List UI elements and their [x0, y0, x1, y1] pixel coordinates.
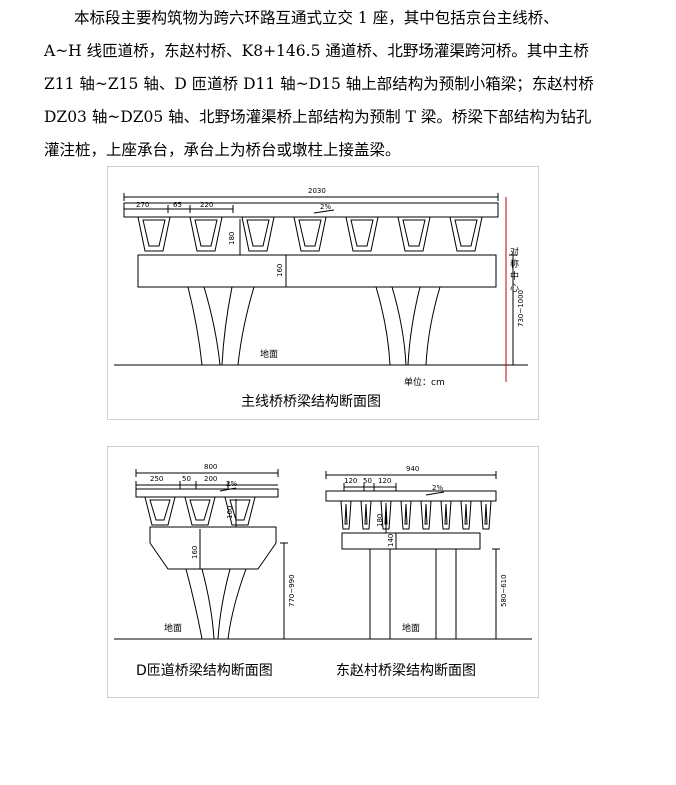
box-girder-void [142, 219, 166, 247]
dim-girder-height: 180 [376, 514, 384, 527]
box-girder-void [402, 219, 426, 247]
box-girder [340, 500, 352, 530]
dim-seg-a: 270 [136, 201, 149, 209]
box-girder [397, 216, 431, 252]
paragraph-line: 灌注桩，上座承台，承台上为桥台或墩柱上接盖梁。 [44, 141, 401, 159]
box-girder-void [194, 219, 218, 247]
paragraph-line: 本标段主要构筑物为跨六环路互通式立交 1 座，其中包括京台主线桥、 [74, 9, 559, 27]
box-girder [137, 216, 171, 252]
dim-total-width: 940 [406, 465, 419, 473]
dim-seg-c: 200 [204, 475, 217, 483]
paragraph-line: A~H 线匝道桥，东赵村桥、K8+146.5 通道桥、北野场灌渠跨河桥。其中主桥 [44, 42, 589, 60]
box-girder-void [444, 503, 448, 525]
box-girder [420, 500, 432, 530]
figure-caption: 主线桥桥梁结构断面图 [241, 394, 381, 410]
box-girder [184, 496, 216, 526]
box-girder [480, 500, 492, 530]
box-girder-void [454, 219, 478, 247]
ground-label: 地面 [402, 622, 420, 634]
box-girder-void [344, 503, 348, 525]
dim-seg-a: 120 [344, 477, 357, 485]
box-girder-void [424, 503, 428, 525]
box-girder-void [464, 503, 468, 525]
dim-cap-height: 160 [191, 546, 199, 559]
main-bridge-figure: 2030 270 65 220 2% 180 160 730~1000 地面 单… [107, 166, 539, 420]
box-girder-void [246, 219, 270, 247]
slope-label: 2% [432, 484, 443, 492]
dim-pier-height: 770~990 [288, 574, 296, 607]
box-girder [345, 216, 379, 252]
box-girder [449, 216, 483, 252]
box-girder-void [189, 499, 211, 521]
box-girder [293, 216, 327, 252]
box-girder-void [484, 503, 488, 525]
dim-girder-height: 180 [228, 232, 236, 245]
dim-total-width: 2030 [308, 187, 326, 195]
box-girder [460, 500, 472, 530]
box-girder-void [350, 219, 374, 247]
box-girder-void [364, 503, 368, 525]
box-girder [224, 496, 256, 526]
dim-seg-a: 250 [150, 475, 163, 483]
dim-seg-b: 65 [173, 201, 182, 209]
box-girder [400, 500, 412, 530]
dim-seg-b: 50 [182, 475, 191, 483]
dim-cap-height: 160 [276, 264, 284, 277]
ground-label: 地面 [260, 348, 278, 360]
figure-caption: 东赵村桥梁结构断面图 [336, 663, 476, 679]
dim-pier-height: 730~1000 [517, 290, 525, 327]
dim-seg-c: 220 [200, 201, 213, 209]
box-girder [241, 216, 275, 252]
dim-seg-c: 120 [378, 477, 391, 485]
symmetry-char: 心 [510, 283, 519, 294]
figure-caption: D匝道桥梁结构断面图 [136, 663, 273, 679]
dim-girder-height: 160 [226, 506, 234, 519]
dim-pier-height: 580~610 [500, 574, 508, 607]
secondary-bridges-drawing: 800 250 50 200 2% 160 160 770~990 地面 940… [114, 463, 532, 640]
secondary-bridges-figure: 800 250 50 200 2% 160 160 770~990 地面 940… [107, 446, 539, 698]
main-bridge-drawing: 2030 270 65 220 2% 180 160 730~1000 地面 单… [114, 187, 528, 388]
paragraph-line: DZ03 轴~DZ05 轴、北野场灌渠桥上部结构为预制 T 梁。桥梁下部结构为钻… [44, 108, 592, 126]
box-girder-void [149, 499, 171, 521]
dim-cap-height: 140 [387, 534, 395, 547]
symmetry-char: 中 [510, 270, 519, 282]
box-girder [189, 216, 223, 252]
box-girder-void [229, 499, 251, 521]
unit-label: 单位：cm [404, 376, 445, 388]
dim-seg-b: 50 [363, 477, 372, 485]
symmetry-char: 称 [510, 258, 519, 270]
ground-label: 地面 [164, 622, 182, 634]
box-girder [440, 500, 452, 530]
box-girder [144, 496, 176, 526]
box-girder-void [298, 219, 322, 247]
symmetry-char: 对 [510, 246, 519, 258]
box-girder [360, 500, 372, 530]
intro-paragraph: 本标段主要构筑物为跨六环路互通式立交 1 座，其中包括京台主线桥、 A~H 线匝… [44, 2, 644, 167]
dim-total-width: 800 [204, 463, 217, 471]
paragraph-line: Z11 轴~Z15 轴、D 匝道桥 D11 轴~D15 轴上部结构为预制小箱梁；… [44, 75, 594, 93]
slope-label: 2% [226, 480, 237, 488]
slope-label: 2% [320, 203, 331, 211]
box-girder-void [404, 503, 408, 525]
